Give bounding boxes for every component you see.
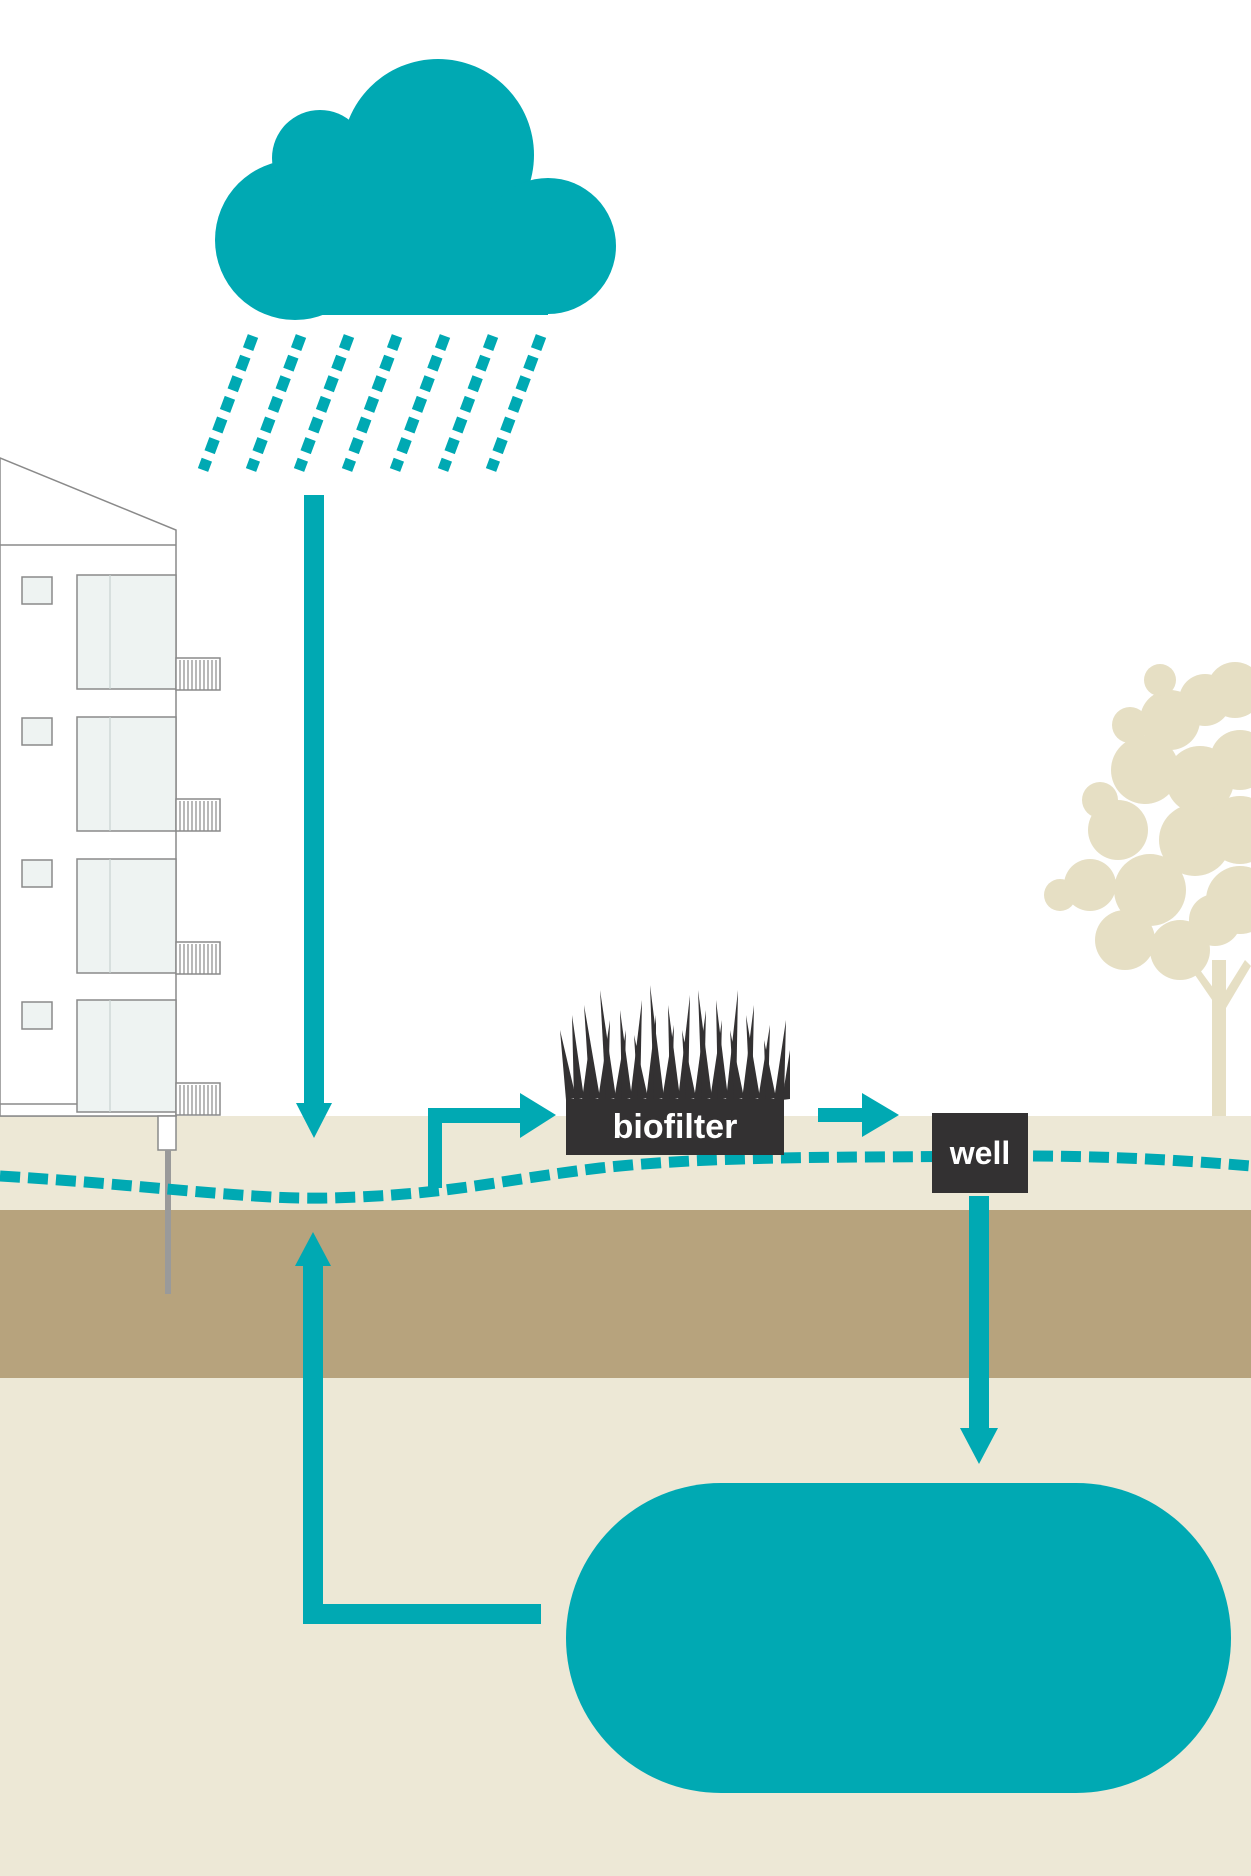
balcony-railings xyxy=(109,575,217,1115)
rain-icon xyxy=(197,334,547,472)
cloud-icon xyxy=(215,59,616,320)
aquifer-icon xyxy=(566,1483,1231,1793)
runoff-to-biofilter-arrow xyxy=(428,1093,556,1188)
building-floor xyxy=(21,574,221,691)
building-icon xyxy=(0,457,221,1294)
tree-icon xyxy=(1044,662,1251,1116)
sky xyxy=(0,0,1251,1116)
well-to-aquifer-arrow xyxy=(960,1196,998,1464)
groundwater-line xyxy=(0,1150,1251,1204)
well-label: well xyxy=(932,1113,1028,1193)
grass-icon xyxy=(560,985,790,1100)
biofilter-to-well-arrow xyxy=(818,1093,899,1137)
building-floor xyxy=(21,999,221,1116)
aquifer-return-arrow xyxy=(295,1232,541,1624)
building-floor xyxy=(21,858,221,975)
biofilter-label: biofilter xyxy=(566,1099,784,1155)
clay-layer xyxy=(0,1210,1251,1378)
rain-infiltration-arrow xyxy=(296,495,332,1138)
building-floor xyxy=(21,716,221,832)
